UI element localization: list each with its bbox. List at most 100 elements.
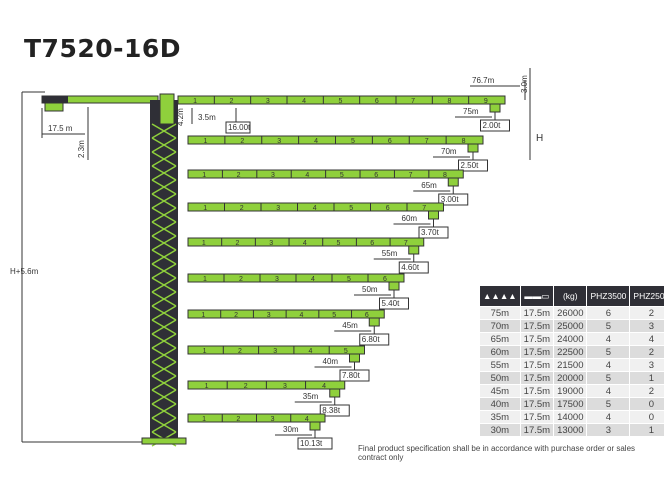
h-label: H bbox=[536, 133, 543, 144]
jib-segment-number: 2 bbox=[240, 138, 244, 145]
table-cell: 60m bbox=[480, 346, 520, 358]
radius-label: 55m bbox=[382, 249, 398, 258]
jib-segment-number: 1 bbox=[202, 416, 206, 423]
jib-segment-number: 7 bbox=[411, 98, 415, 105]
table-cell: 75m bbox=[480, 307, 520, 319]
jib-segment-number: 4 bbox=[311, 276, 315, 283]
table-cell: 6 bbox=[587, 307, 630, 319]
table-cell: 50m bbox=[480, 372, 520, 384]
jib-segment-number: 6 bbox=[386, 205, 390, 212]
mast-lattice bbox=[151, 179, 177, 195]
load-box bbox=[398, 261, 429, 274]
slewing-head bbox=[159, 93, 175, 125]
mast-lattice bbox=[151, 263, 177, 279]
jib-segment-number: 4 bbox=[313, 205, 317, 212]
jib-segment-number: 4 bbox=[303, 240, 307, 247]
mast-lattice bbox=[151, 235, 177, 251]
mast-base bbox=[141, 437, 187, 445]
mast-lattice bbox=[151, 347, 177, 363]
jib-segment-number: 2 bbox=[236, 416, 240, 423]
mast-lattice bbox=[151, 305, 177, 321]
radius-label: 50m bbox=[362, 285, 378, 294]
table-cell: 4 bbox=[587, 385, 630, 397]
radius-label: 30m bbox=[283, 425, 299, 434]
hook-trolley bbox=[309, 421, 321, 431]
jib-segment-number: 3 bbox=[283, 383, 287, 390]
jib-segment-number: 4 bbox=[305, 416, 309, 423]
load-box bbox=[438, 193, 469, 206]
table-cell: 0 bbox=[630, 398, 664, 410]
jib-segment-number: 2 bbox=[230, 98, 234, 105]
radius-label: 70m bbox=[441, 147, 457, 156]
table-cell: 17.5m bbox=[520, 307, 554, 319]
max-load-box bbox=[225, 121, 251, 134]
table-cell: 1 bbox=[630, 424, 664, 436]
jib-segment-number: 5 bbox=[347, 276, 351, 283]
counter-jib-length: 17.5 m bbox=[48, 124, 73, 133]
jib-segment-number: 6 bbox=[383, 276, 387, 283]
table-cell: 19000 bbox=[554, 385, 587, 397]
mast-lattice bbox=[151, 389, 177, 405]
mast-lattice bbox=[151, 207, 177, 223]
table-cell: 35m bbox=[480, 411, 520, 423]
jib-segment-number: 7 bbox=[404, 240, 408, 247]
load-label: 4.60t bbox=[401, 263, 420, 272]
jib-segment-number: 4 bbox=[305, 172, 309, 179]
jib-segment-number: 8 bbox=[462, 138, 466, 145]
hook-trolley bbox=[349, 353, 360, 363]
load-label: 2.50t bbox=[461, 161, 480, 170]
hook-trolley bbox=[329, 388, 341, 398]
hook-trolley bbox=[467, 143, 479, 153]
jib-segment-number: 2 bbox=[240, 205, 244, 212]
table-cell: 14000 bbox=[554, 411, 587, 423]
mast-lattice bbox=[151, 361, 177, 377]
jib-segment-number: 5 bbox=[337, 240, 341, 247]
hook-trolley bbox=[447, 177, 459, 187]
jib-segment-number: 2 bbox=[237, 172, 241, 179]
jib-segment-number: 1 bbox=[205, 383, 209, 390]
table-header: (kg) bbox=[554, 286, 587, 306]
jib-segment-number: 2 bbox=[236, 240, 240, 247]
table-cell: 17.5m bbox=[520, 346, 554, 358]
counterweight bbox=[44, 102, 64, 112]
mast-lattice bbox=[151, 333, 177, 349]
jib-segment-number: 7 bbox=[422, 205, 426, 212]
load-label: 6.80t bbox=[362, 335, 381, 344]
jib-segment-number: 3 bbox=[271, 172, 275, 179]
table-cell: 30m bbox=[480, 424, 520, 436]
table-cell: 4 bbox=[587, 411, 630, 423]
radius-label: 60m bbox=[402, 214, 418, 223]
load-box bbox=[339, 369, 370, 382]
jib-segment-number: 5 bbox=[340, 172, 344, 179]
load-label: 8.38t bbox=[322, 406, 341, 415]
table-cell: 2 bbox=[630, 307, 664, 319]
table-cell: 17.5m bbox=[520, 385, 554, 397]
load-box bbox=[297, 437, 333, 450]
jib-segment-number: 3 bbox=[271, 416, 275, 423]
jib-segment-number: 1 bbox=[202, 240, 206, 247]
table-cell: 5 bbox=[587, 346, 630, 358]
radius-label: 75m bbox=[463, 107, 479, 116]
disclaimer-note: Final product specification shall be in … bbox=[358, 444, 636, 462]
table-cell: 17.5m bbox=[520, 333, 554, 345]
load-box bbox=[480, 119, 510, 132]
table-cell: 17.5m bbox=[520, 359, 554, 371]
jib-segment-number: 5 bbox=[349, 205, 353, 212]
jib-segment-number: 2 bbox=[239, 276, 243, 283]
jib-segment-number: 9 bbox=[484, 98, 488, 105]
jib-segment-number: 6 bbox=[374, 172, 378, 179]
table-cell: 17.5m bbox=[520, 424, 554, 436]
table-header: PHZ2500 bbox=[630, 286, 664, 306]
table-cell: 17.5m bbox=[520, 411, 554, 423]
total-height-label: H+5.6m bbox=[10, 267, 39, 276]
table-cell: 5 bbox=[587, 398, 630, 410]
jib-segment-number: 1 bbox=[203, 138, 207, 145]
load-box bbox=[319, 404, 350, 417]
